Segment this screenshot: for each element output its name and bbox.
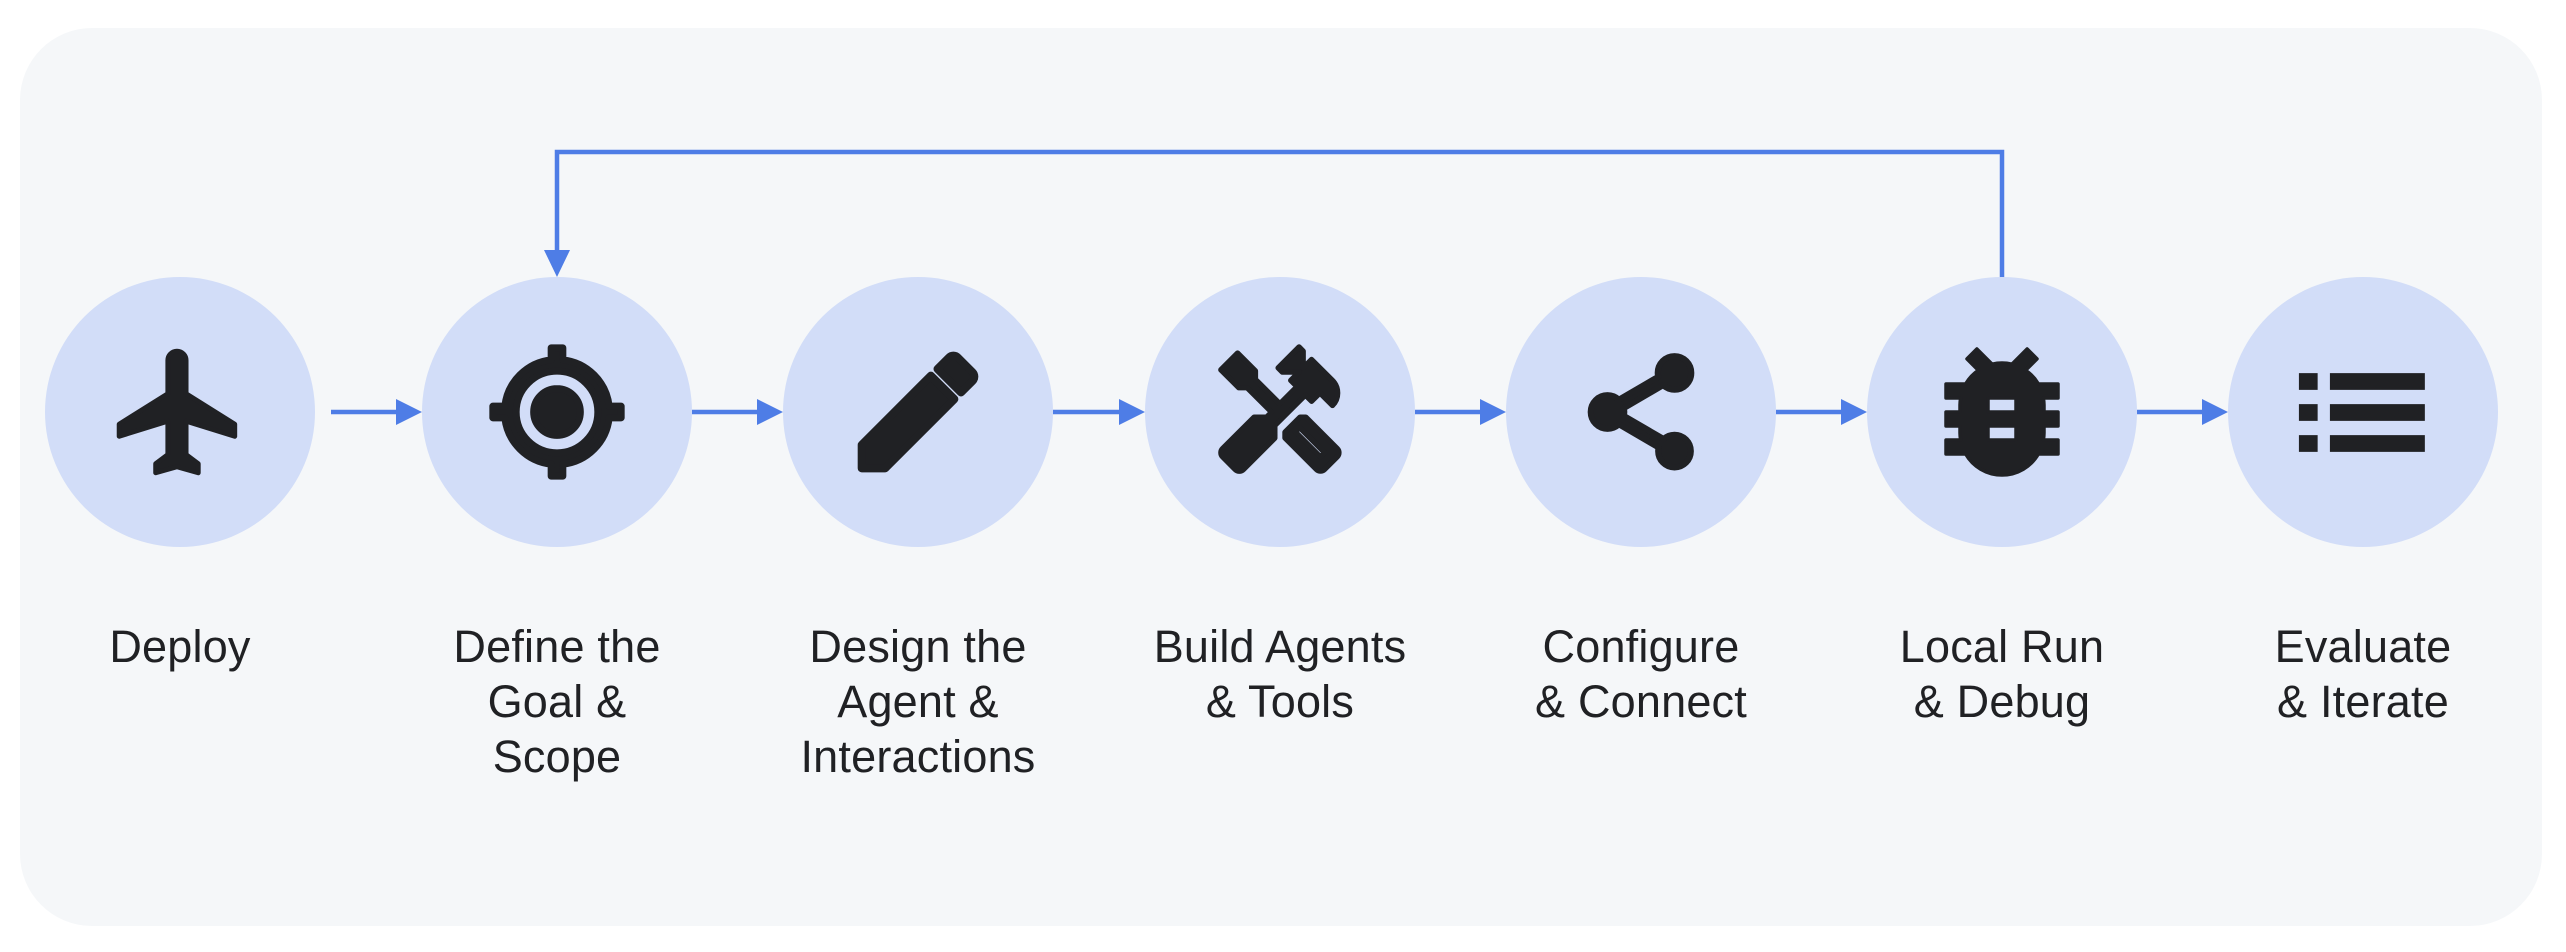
flow-node — [1145, 277, 1415, 547]
edit-pencil-icon — [843, 337, 993, 487]
my-location-icon — [487, 342, 627, 482]
flight-deploy-icon — [107, 339, 253, 485]
flow-node — [2228, 277, 2498, 547]
flow-step-local-run-debug: Local Run & Debug — [1822, 277, 2182, 729]
list-icon — [2286, 335, 2441, 490]
flow-node — [1506, 277, 1776, 547]
flow-step-label: Define the Goal & Scope — [453, 621, 661, 782]
flow-step-label: Build Agents & Tools — [1153, 621, 1407, 727]
flow-step-label: Configure & Connect — [1535, 621, 1747, 727]
share-connect-icon — [1574, 345, 1708, 479]
flow-step-label: Evaluate & Iterate — [2274, 621, 2452, 727]
flow-step-label: Design the Agent & Interactions — [800, 621, 1036, 782]
flow-node — [1867, 277, 2137, 547]
flow-step-design-agent: Design the Agent & Interactions — [738, 277, 1098, 784]
flow-node — [783, 277, 1053, 547]
flow-step-build-agents: Build Agents & Tools — [1100, 277, 1460, 729]
flow-step-evaluate-iterate: Evaluate & Iterate — [2183, 277, 2543, 729]
flow-node — [422, 277, 692, 547]
flow-step-define-goal: Define the Goal & Scope — [377, 277, 737, 784]
bug-report-icon — [1918, 328, 2086, 496]
flow-step-configure-connect: Configure & Connect — [1461, 277, 1821, 729]
flow-step-label: Deploy — [109, 621, 251, 672]
flow-node — [45, 277, 315, 547]
flow-step-label: Local Run & Debug — [1899, 621, 2105, 727]
flow-step-deploy: Deploy — [0, 277, 360, 674]
handyman-tools-icon — [1209, 341, 1351, 483]
